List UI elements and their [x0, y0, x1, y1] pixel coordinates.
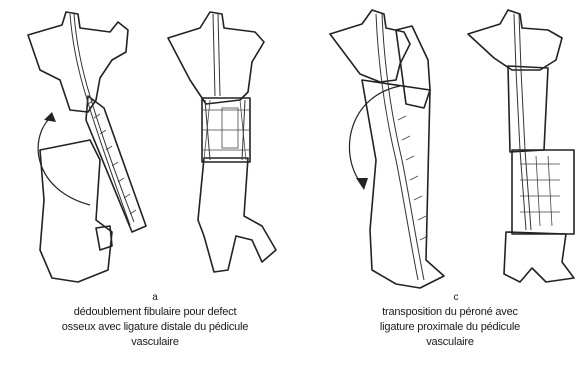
panel-a-caption-line-2: osseux avec ligature distale du pédicule [0, 320, 310, 335]
panel-a-caption: dédoublement fibulaire pour defect osseu… [0, 305, 310, 350]
panel-c-caption-line-2: ligature proximale du pédicule [330, 320, 570, 335]
drawing-a-after [168, 12, 276, 272]
panel-a-letter: a [145, 292, 165, 303]
panel-a-caption-line-1: dédoublement fibulaire pour defect [0, 305, 310, 320]
drawing-a-before [28, 12, 146, 282]
drawing-c-after [468, 10, 574, 282]
panel-c-caption-line-3: vasculaire [330, 335, 570, 350]
panel-c-caption-line-1: transposition du péroné avec [330, 305, 570, 320]
drawing-c-before [330, 10, 444, 288]
panel-a-caption-line-3: vasculaire [0, 335, 310, 350]
panel-c-letter: c [446, 292, 466, 303]
panel-c-caption: transposition du péroné avec ligature pr… [330, 305, 570, 350]
